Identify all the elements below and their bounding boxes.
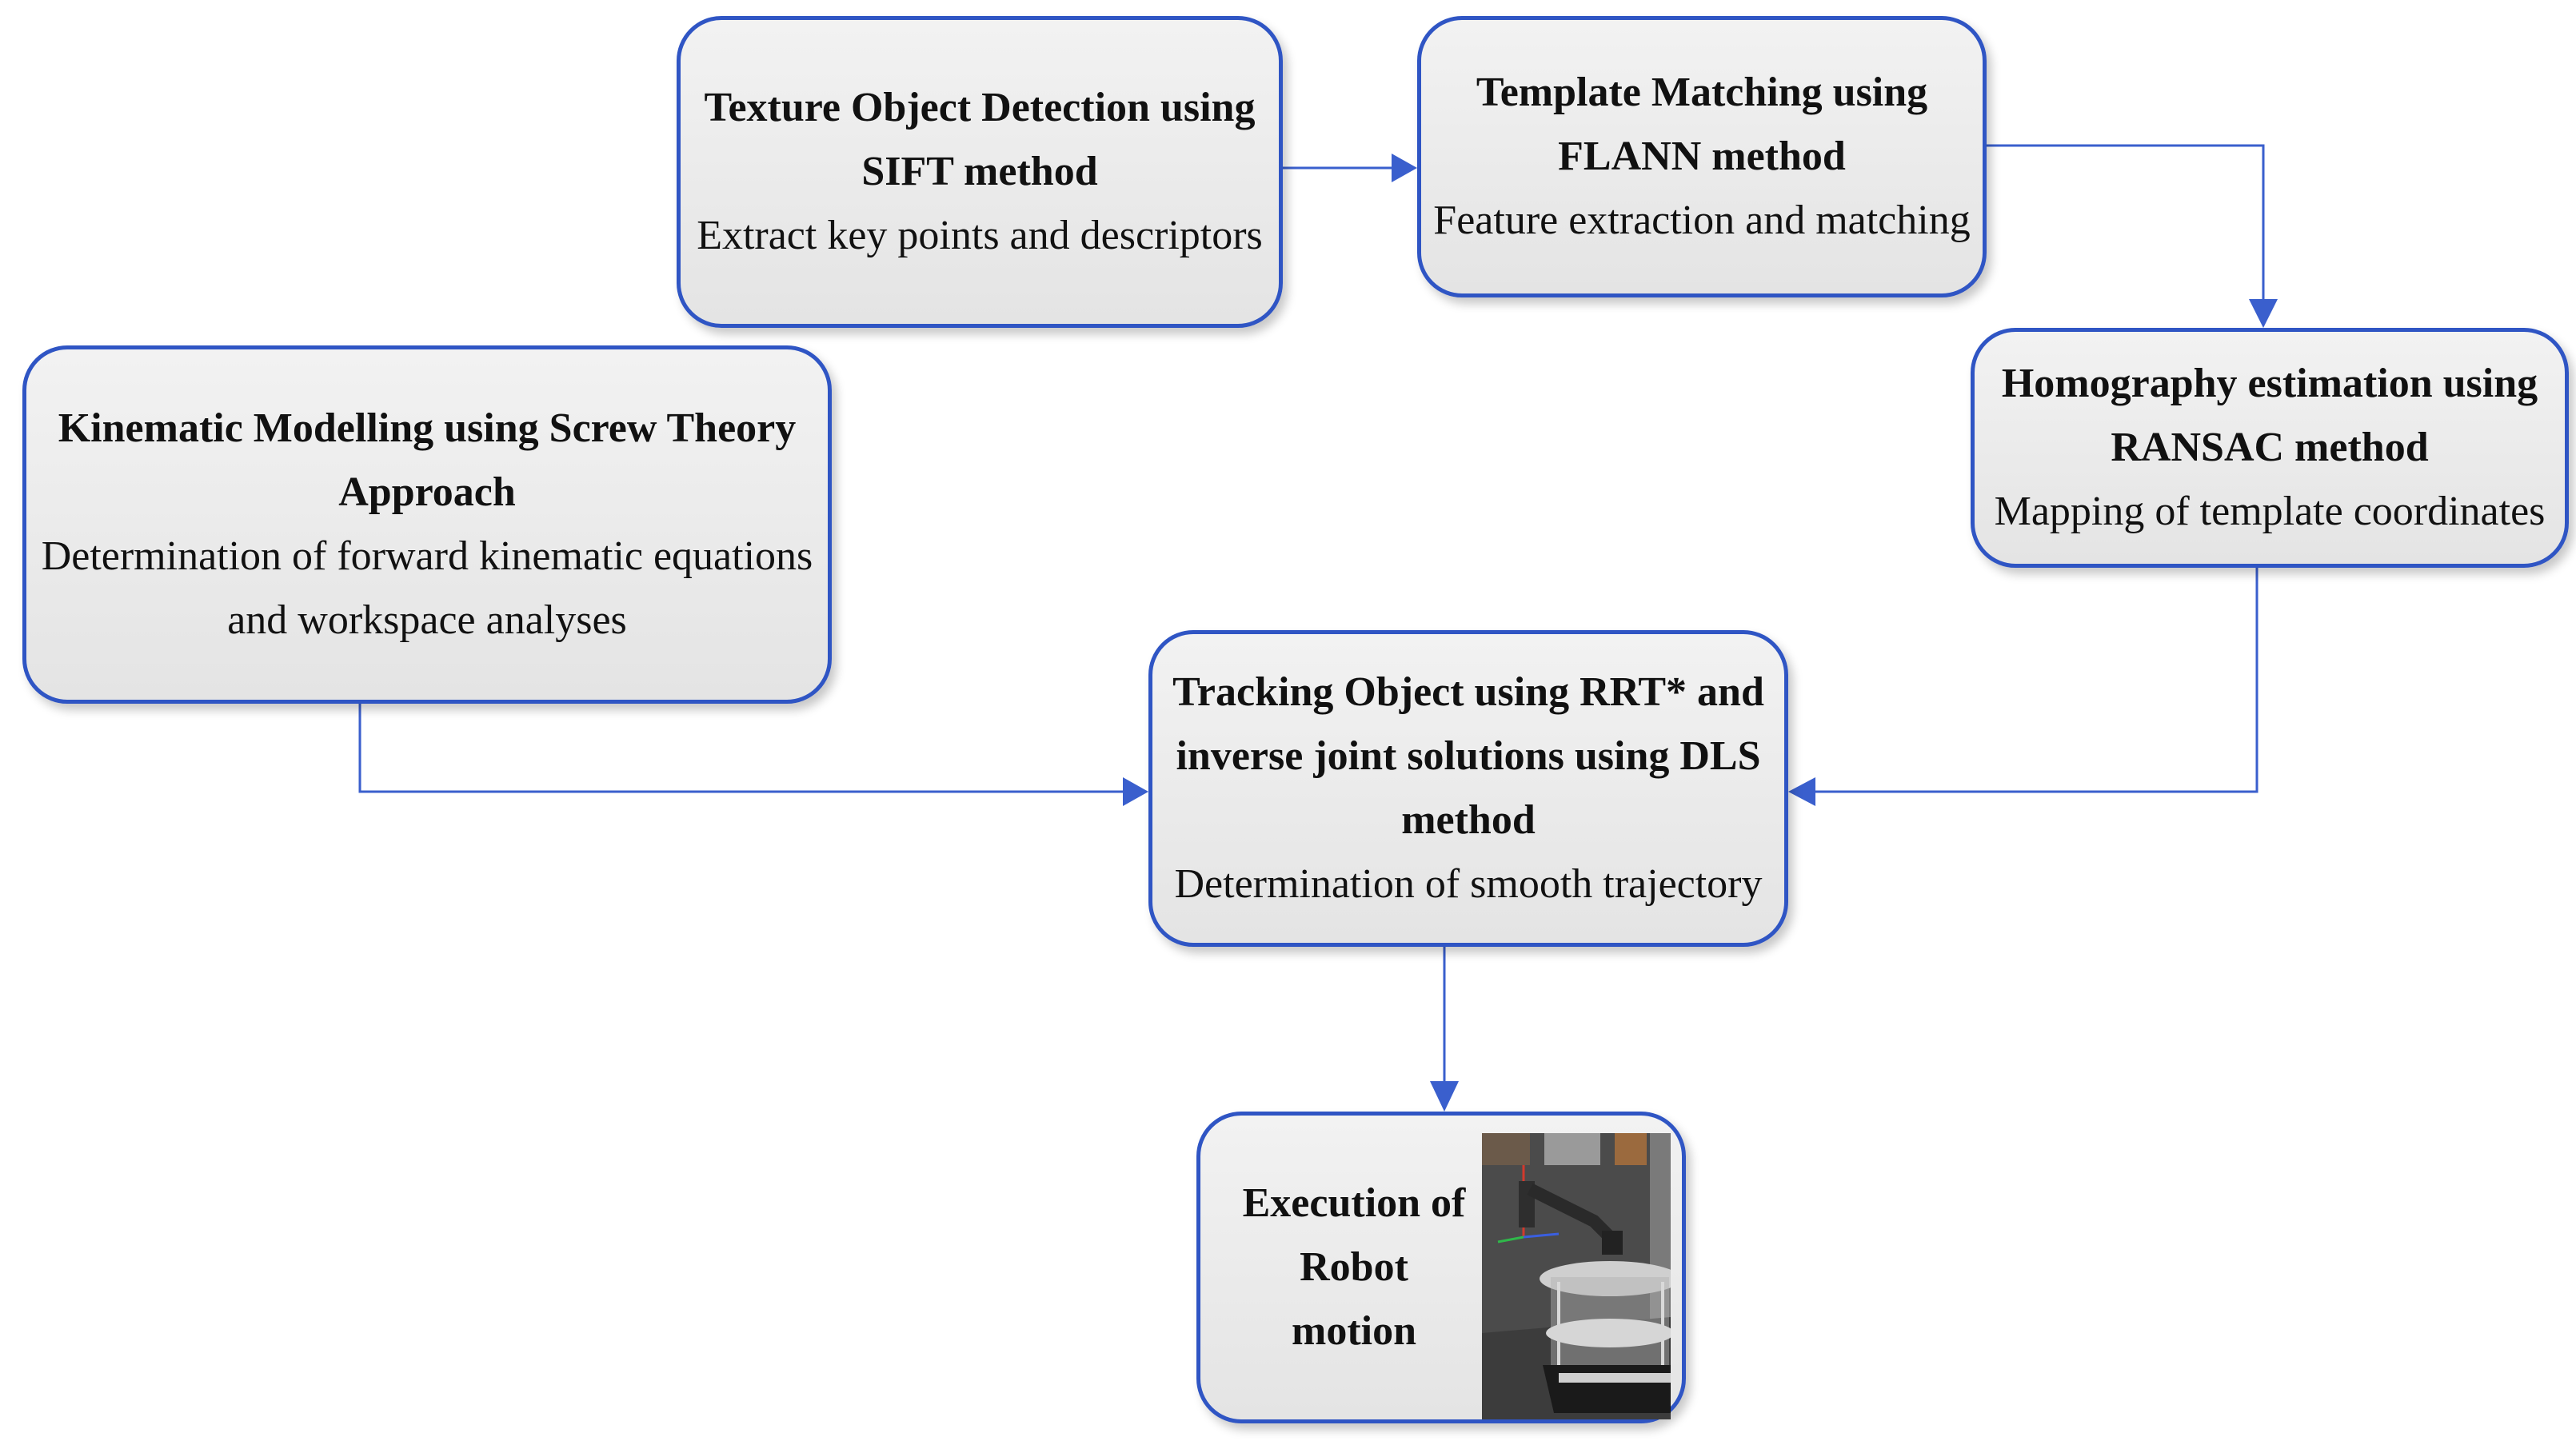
flann-matching-box: Template Matching using FLANN method Fea… <box>1417 16 1987 297</box>
homography-estimation-box: Homography estimation using RANSAC metho… <box>1971 328 2569 568</box>
sift-box-title-line-1: Texture Object Detection using <box>704 85 1256 130</box>
homography-box-title-line-1: Homography estimation using <box>2001 361 2538 406</box>
tracking-box-title-line-2: inverse joint solutions using DLS <box>1176 733 1761 779</box>
flann-box-description: Feature extraction and matching <box>1433 198 1971 243</box>
arrow-flann-to-homography <box>1987 144 2265 299</box>
robot-simulation-image <box>1482 1133 1671 1419</box>
homography-box-title-line-2: RANSAC method <box>2111 425 2429 470</box>
flann-box-title-line-1: Template Matching using <box>1476 70 1928 115</box>
execution-title-line-1: Execution of <box>1242 1180 1466 1226</box>
arrowhead-homography <box>2249 299 2278 328</box>
homography-box-description: Mapping of template coordinates <box>1994 489 2546 534</box>
kinematic-box-title-line-2: Approach <box>338 469 516 515</box>
flann-box-title-line-2: FLANN method <box>1558 134 1846 179</box>
sift-box-title-line-2: SIFT method <box>861 149 1098 194</box>
arrow-homography-to-tracking <box>1815 568 2258 793</box>
kinematic-box-description-line-2: and workspace analyses <box>227 597 627 643</box>
kinematic-box-description-line-1: Determination of forward kinematic equat… <box>41 533 813 579</box>
execution-box: Execution of Robot motion <box>1196 1112 1686 1423</box>
sift-box-description: Extract key points and descriptors <box>697 213 1263 258</box>
arrowhead-tracking-left <box>1123 777 1148 806</box>
arrowhead-flann <box>1392 154 1417 182</box>
kinematic-modelling-box: Kinematic Modelling using Screw Theory A… <box>22 345 832 704</box>
arrow-kinematic-to-tracking <box>358 704 1123 793</box>
kinematic-box-title-line-1: Kinematic Modelling using Screw Theory <box>58 405 797 451</box>
execution-title-line-3: motion <box>1292 1308 1416 1354</box>
tracking-box-description: Determination of smooth trajectory <box>1174 861 1763 907</box>
execution-box-title: Execution of Robot motion <box>1234 1172 1474 1363</box>
tracking-object-box: Tracking Object using RRT* and inverse j… <box>1148 630 1788 947</box>
tracking-box-title-line-3: method <box>1401 797 1536 843</box>
tracking-box-title-line-1: Tracking Object using RRT* and <box>1172 669 1764 715</box>
robot-icon <box>1482 1133 1671 1419</box>
sift-detection-box: Texture Object Detection using SIFT meth… <box>677 16 1283 328</box>
arrowhead-tracking-right <box>1788 777 1815 806</box>
execution-title-line-2: Robot <box>1300 1244 1408 1290</box>
arrowhead-execution <box>1430 1081 1459 1112</box>
